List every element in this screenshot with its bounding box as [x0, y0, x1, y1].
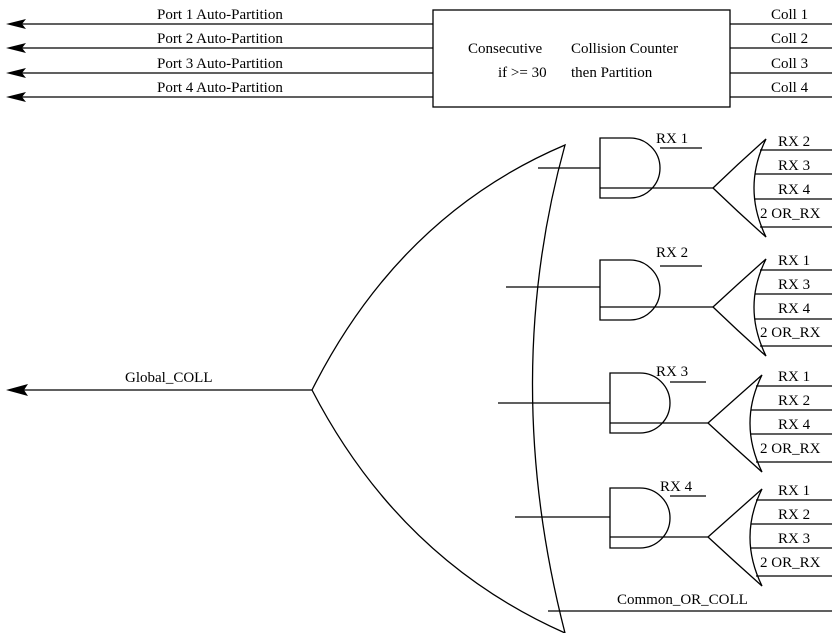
or-input-label: RX 1 [778, 253, 810, 269]
or-input-label: RX 2 [778, 134, 810, 150]
coll-3-label: Coll 3 [771, 56, 808, 72]
or-input-label: RX 1 [778, 369, 810, 385]
coll-2-label: Coll 2 [771, 31, 808, 47]
coll-4-label: Coll 4 [771, 80, 809, 96]
or-input-label: RX 3 [778, 531, 810, 547]
and-gate [599, 259, 661, 321]
counter-line2-left: if >= 30 [498, 65, 547, 81]
global-or-gate [311, 143, 566, 633]
and-or-block-2 [506, 258, 832, 357]
or-input-label: RX 4 [778, 182, 811, 198]
collision-counter-box [432, 9, 731, 108]
or-gate [707, 374, 763, 473]
or-input-label: RX 1 [778, 483, 810, 499]
counter-line2-right: then Partition [571, 65, 653, 81]
and-or-block-3 [498, 372, 832, 473]
and-input-label: RX 4 [660, 479, 693, 495]
coll-1-label: Coll 1 [771, 7, 808, 23]
and-gate [599, 137, 661, 199]
and-input-label: RX 3 [656, 364, 688, 380]
or-input-label: 2 OR_RX [760, 555, 821, 571]
or-input-label: 2 OR_RX [760, 325, 821, 341]
arrow-left-icon [6, 92, 26, 102]
counter-line1-right: Collision Counter [571, 41, 678, 57]
port-4-label: Port 4 Auto-Partition [157, 80, 283, 96]
arrow-left-icon [6, 68, 26, 78]
or-input-label: RX 3 [778, 277, 810, 293]
and-gate [609, 487, 671, 549]
or-gate [712, 258, 767, 357]
arrow-left-icon [6, 19, 26, 29]
or-input-label: RX 2 [778, 393, 810, 409]
partition-output-lines [6, 19, 433, 102]
and-or-block-4 [515, 487, 832, 587]
port-2-label: Port 2 Auto-Partition [157, 31, 283, 47]
common-or-coll-label: Common_OR_COLL [617, 592, 748, 608]
port-1-label: Port 1 Auto-Partition [157, 7, 283, 23]
arrow-left-icon [6, 384, 28, 396]
coll-input-lines [730, 23, 832, 98]
and-input-label: RX 2 [656, 245, 688, 261]
arrow-left-icon [6, 43, 26, 53]
or-input-label: RX 2 [778, 507, 810, 523]
and-or-block-1 [538, 137, 832, 238]
global-coll-label: Global_COLL [125, 370, 213, 386]
or-input-label: RX 4 [778, 417, 811, 433]
or-input-label: RX 4 [778, 301, 811, 317]
and-input-label: RX 1 [656, 131, 688, 147]
or-input-label: 2 OR_RX [760, 206, 821, 222]
port-3-label: Port 3 Auto-Partition [157, 56, 283, 72]
or-gate [712, 138, 767, 238]
counter-line1-left: Consecutive [468, 41, 542, 57]
or-input-label: 2 OR_RX [760, 441, 821, 457]
and-gate [609, 372, 671, 434]
or-gate [707, 488, 763, 587]
or-input-label: RX 3 [778, 158, 810, 174]
